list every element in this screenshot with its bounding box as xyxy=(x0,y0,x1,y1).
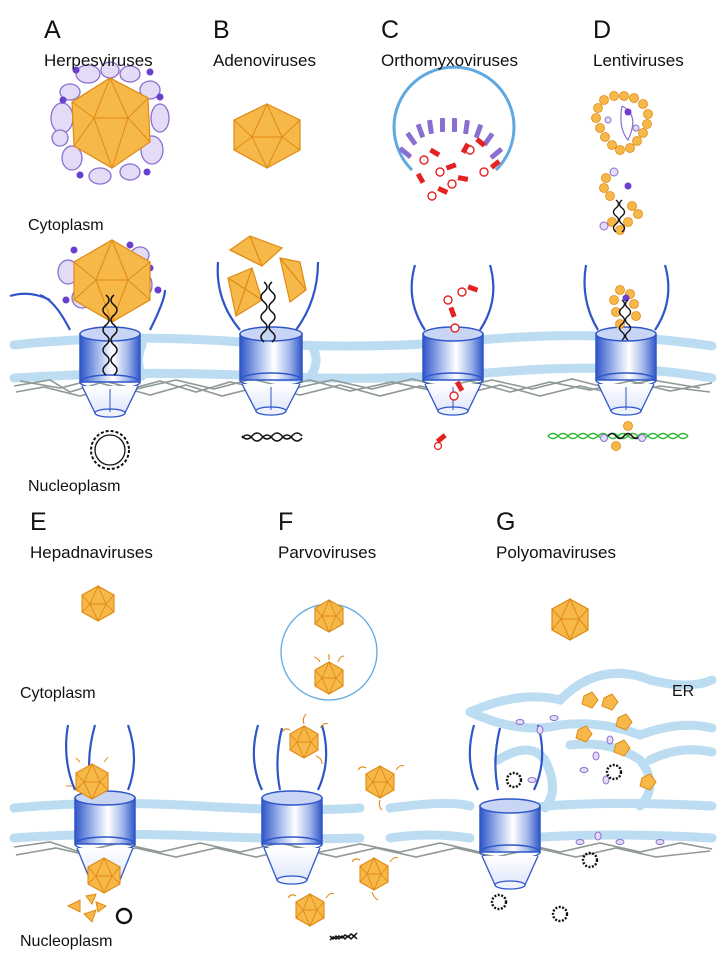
parvovirus-genome xyxy=(329,932,358,941)
panel-title-g: Polyomaviruses xyxy=(496,543,616,562)
panel-title-f: Parvoviruses xyxy=(278,543,376,562)
nuclear-pore-complex xyxy=(583,264,670,416)
region-label-cytoplasm-bottom: Cytoplasm xyxy=(20,685,96,702)
herpesvirus-docked-capsid xyxy=(9,238,162,376)
hepadnavirus-capsid-at-pore xyxy=(66,756,109,801)
panel-letter-g: G xyxy=(496,508,515,536)
panel-title-e: Hepadnaviruses xyxy=(30,543,153,562)
hepadnavirus-capsid xyxy=(81,584,115,623)
lentivirus-pre-integration-complex xyxy=(599,167,643,235)
hepadnavirus-capsid-in-basket xyxy=(87,856,121,895)
panel-letter-f: F xyxy=(278,508,293,536)
influenza-endosome xyxy=(392,65,516,201)
panel-title-a: Herpesviruses xyxy=(44,51,153,70)
adenovirus-capsid xyxy=(233,102,301,170)
nuclear-pore-complex xyxy=(252,724,328,885)
adenovirus-genome xyxy=(241,281,303,442)
region-label-er: ER xyxy=(672,683,694,700)
herpesvirus-virion xyxy=(50,61,170,185)
nuclear-pore-complex xyxy=(39,289,167,418)
lentivirus-virion xyxy=(591,91,653,155)
panel-letter-d: D xyxy=(593,16,611,44)
nuclear-pore-complex xyxy=(468,724,544,890)
parvovirus-capsids-cytoplasm xyxy=(281,713,405,811)
panel-letter-e: E xyxy=(30,508,47,536)
herpesvirus-circular-genome xyxy=(90,430,130,470)
hepadnavirus-capsid-fragments xyxy=(66,893,108,923)
panel-title-b: Adenoviruses xyxy=(213,51,316,70)
polyomavirus-capsid xyxy=(551,597,589,642)
region-label-nucleoplasm-bottom: Nucleoplasm xyxy=(20,933,112,950)
endoplasmic-reticulum xyxy=(465,668,717,813)
polyomavirus-genomes xyxy=(490,763,623,923)
lentivirus-docked-complex xyxy=(609,285,641,341)
adenovirus-disassembling-capsid xyxy=(227,235,307,317)
panel-title-c: Orthomyxoviruses xyxy=(381,51,518,70)
panel-letter-c: C xyxy=(381,16,399,44)
polyomavirus-vp-proteins xyxy=(515,715,665,845)
panel-title-d: Lentiviruses xyxy=(593,51,684,70)
polyomavirus-capsid-pieces-er xyxy=(575,691,657,791)
region-label-nucleoplasm-top: Nucleoplasm xyxy=(28,478,120,495)
panel-letter-b: B xyxy=(213,16,230,44)
nuclear-pore-complex xyxy=(216,261,320,416)
region-label-cytoplasm-top: Cytoplasm xyxy=(28,217,104,234)
hepadnavirus-cccdna xyxy=(115,907,133,925)
influenza-vrnp xyxy=(433,284,479,451)
parvovirus-capsids-nucleus xyxy=(287,856,399,928)
lentivirus-integrated-provirus xyxy=(547,421,689,451)
panel-letter-a: A xyxy=(44,16,61,44)
parvovirus-endosome xyxy=(280,598,378,701)
